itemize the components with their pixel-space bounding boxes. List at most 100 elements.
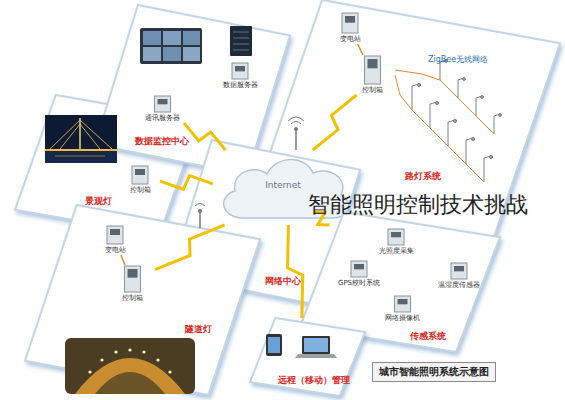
- device-icon: [395, 296, 411, 312]
- street-lights: [395, 70, 494, 134]
- tablet-icon: [266, 334, 282, 356]
- device-box: 变电站: [95, 225, 135, 255]
- tunnel-photo: [128, 348, 131, 351]
- tunnel-photo: [100, 358, 103, 361]
- street-lights: [476, 96, 482, 98]
- street-lights: [453, 119, 456, 122]
- cloud-label: Internet: [213, 180, 353, 190]
- street-lights: [484, 158, 485, 182]
- internet-cloud: Internet: [213, 150, 353, 225]
- device-label: 温湿度传感器: [430, 280, 488, 290]
- device-box: 温湿度传感器: [430, 262, 488, 290]
- antenna-icon: [295, 130, 297, 150]
- tunnel-photo: [114, 350, 117, 353]
- street-lights: [435, 101, 438, 104]
- monitor-wall: [183, 47, 200, 61]
- device-icon: [391, 232, 401, 237]
- laptop-icon: [302, 336, 330, 354]
- device-label: GPS校时系统: [330, 278, 388, 288]
- monitor-wall: [143, 31, 161, 45]
- caption-box: 城市智能照明系统示意图: [372, 362, 496, 382]
- device-icon: [345, 16, 355, 23]
- device-label: 控制箱: [110, 293, 155, 303]
- device-icon: [388, 229, 404, 245]
- panel-title: 隧道灯: [185, 323, 212, 336]
- monitor-wall: [140, 28, 202, 64]
- antenna-icon: [199, 212, 201, 228]
- street-lights: [476, 98, 477, 116]
- laptop-icon: [295, 336, 337, 358]
- device-icon: [110, 229, 120, 235]
- server-rack: [233, 44, 249, 45]
- device-icon: [365, 56, 381, 84]
- device-icon: [110, 265, 155, 293]
- panel-title: 网络中心: [265, 275, 301, 288]
- device-icon: [125, 266, 141, 292]
- device-icon: [128, 269, 138, 278]
- laptop-icon: [304, 338, 328, 352]
- street-lights: [430, 102, 437, 104]
- tablet-icon: [268, 337, 280, 353]
- device-box: 数据服务器: [215, 62, 265, 90]
- street-lights: [471, 137, 474, 140]
- panel-title: 景观灯: [85, 195, 112, 208]
- device-label: 光照度采集: [370, 246, 422, 256]
- bridge-night-photo: [60, 124, 80, 149]
- tunnel-photo: [142, 350, 145, 353]
- device-label: 变电站: [95, 245, 135, 255]
- device-icon: [330, 12, 370, 34]
- bridge-night-photo: [50, 120, 80, 149]
- street-lights: [412, 86, 413, 110]
- bridge-night-photo: [45, 150, 117, 163]
- street-lights: [466, 140, 467, 164]
- device-label: 控制箱: [120, 185, 160, 195]
- device-icon: [370, 228, 422, 246]
- wireless-link: [155, 225, 225, 270]
- device-icon: [368, 59, 378, 68]
- wireless-link: [313, 212, 329, 225]
- system-panel: 隧道灯 变电站控制箱: [25, 205, 260, 395]
- device-icon: [342, 13, 358, 33]
- device-label: 数据服务器: [215, 80, 265, 90]
- device-box: 控制箱: [120, 165, 160, 195]
- tunnel-photo: [88, 348, 171, 373]
- street-lights: [395, 60, 501, 182]
- device-icon: [95, 225, 135, 245]
- device-icon: [158, 99, 168, 104]
- street-lights: [463, 78, 466, 81]
- wireless-link: [313, 95, 357, 150]
- server-rack: [230, 26, 252, 56]
- power-wire: [358, 44, 363, 55]
- monitor-wall: [163, 47, 181, 61]
- device-icon: [215, 62, 265, 80]
- monitor-wall: [140, 28, 202, 64]
- device-box: 变电站: [330, 12, 370, 44]
- street-lights: [466, 138, 473, 140]
- device-icon: [398, 299, 408, 304]
- street-lights: [440, 60, 446, 62]
- device-icon: [120, 165, 160, 185]
- device-icon: [155, 96, 171, 112]
- antenna-icon: [294, 127, 298, 131]
- bridge-night-photo: [80, 120, 112, 149]
- device-icon: [375, 295, 430, 313]
- server-rack: [230, 26, 252, 56]
- server-rack: [233, 50, 249, 51]
- panel-outline: [250, 318, 365, 396]
- street-lights: [412, 60, 501, 182]
- device-box: GPS校时系统: [330, 260, 388, 288]
- street-lights: [484, 156, 491, 158]
- panel-title: 远程（移动）管理: [278, 374, 350, 387]
- device-icon: [107, 226, 123, 244]
- device-icon: [354, 264, 364, 269]
- monitor-wall: [143, 47, 161, 61]
- street-lights: [430, 104, 431, 128]
- device-box: 光照度采集: [370, 228, 422, 256]
- tunnel-photo: [65, 338, 195, 394]
- tunnel-photo: [168, 370, 171, 373]
- device-icon: [232, 63, 248, 79]
- device-box: 控制箱: [110, 265, 155, 303]
- antenna-icon: [288, 117, 304, 121]
- street-lights: [412, 84, 419, 86]
